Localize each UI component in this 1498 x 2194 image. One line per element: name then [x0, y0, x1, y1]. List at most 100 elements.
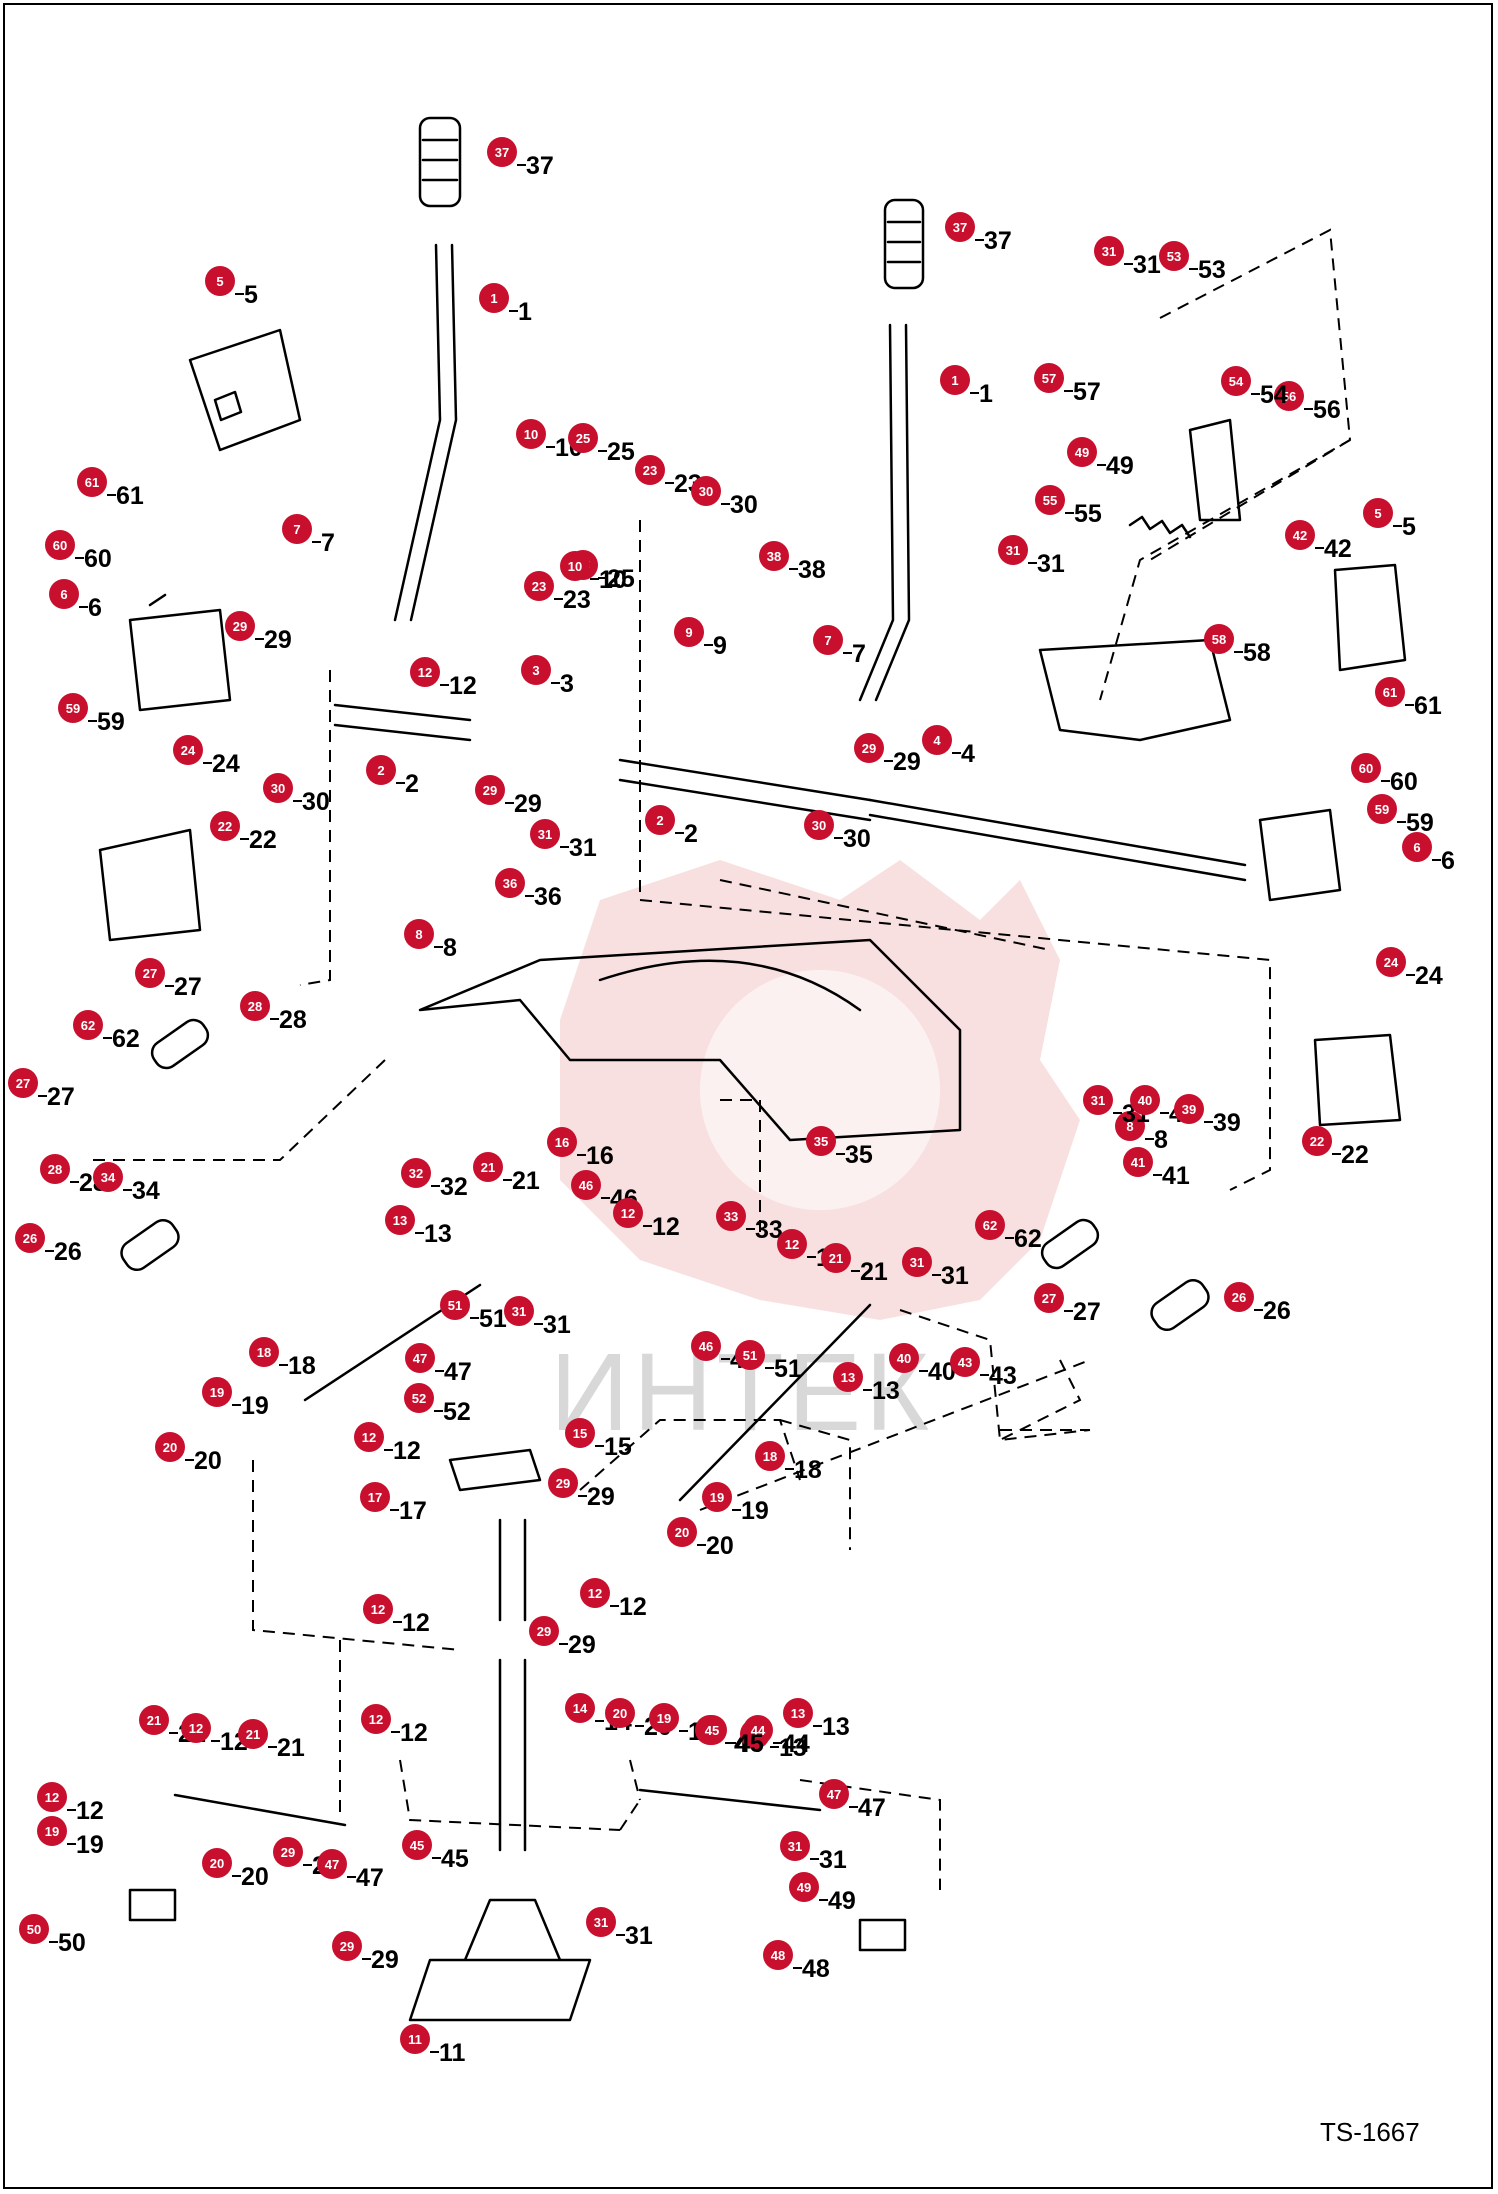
callout-number: 29: [556, 1476, 570, 1491]
callout-label: 13: [424, 1220, 452, 1248]
callout-badge: [19, 1914, 49, 1944]
callout-number: 9: [685, 625, 692, 640]
callout-number: 61: [85, 475, 99, 490]
callout-number: 28: [48, 1162, 62, 1177]
callout-badge: [173, 735, 203, 765]
callout-label: 62: [1014, 1225, 1042, 1253]
callout-label: 1: [979, 380, 993, 408]
callout-badge: [547, 1127, 577, 1157]
callout-label: 23: [563, 586, 591, 614]
callout-number: 13: [393, 1213, 407, 1228]
callout-label: 21: [512, 1167, 540, 1195]
callout-number: 51: [448, 1298, 462, 1313]
callout-badge: [475, 775, 505, 805]
callout-number: 12: [362, 1430, 376, 1445]
callout-label: 50: [58, 1929, 86, 1957]
callout-badge: [181, 1713, 211, 1743]
callout-label: 22: [249, 826, 277, 854]
callout-badge: [240, 991, 270, 1021]
callout-number: 47: [325, 1857, 339, 1872]
callout-number: 29: [862, 741, 876, 756]
callout-label: 49: [828, 1887, 856, 1915]
callout-badge: [716, 1201, 746, 1231]
callout-label: 25: [607, 438, 635, 466]
callout-label: 61: [116, 482, 144, 510]
callout-label: 19: [241, 1392, 269, 1420]
callout-number: 4: [933, 733, 941, 748]
callout-badge: [360, 1482, 390, 1512]
callout-badge: [1034, 363, 1064, 393]
pivot-plate: [448, 1448, 542, 1492]
callout-number: 31: [910, 1255, 924, 1270]
callout-label: 21: [860, 1258, 888, 1286]
callout-label: 37: [984, 227, 1012, 255]
callout-number: 10: [524, 427, 538, 442]
callout-badge: [521, 655, 551, 685]
callout-label: 20: [241, 1863, 269, 1891]
callout-badge: [940, 365, 970, 395]
callout-number: 60: [1359, 761, 1373, 776]
callout-label: 39: [1213, 1109, 1241, 1137]
callout-badge: [1123, 1147, 1153, 1177]
callout-number: 21: [246, 1727, 260, 1742]
callout-label: 29: [264, 626, 292, 654]
callout-badge: [777, 1229, 807, 1259]
cross-shaft: [868, 798, 1247, 882]
callout-number: 6: [60, 587, 67, 602]
callout-number: 20: [210, 1856, 224, 1871]
callout-badge: [1221, 366, 1251, 396]
callout-label: 7: [321, 529, 335, 557]
callout-number: 31: [788, 1839, 802, 1854]
callout-badge: [516, 419, 546, 449]
callout-badge: [560, 551, 590, 581]
callout-number: 12: [588, 1586, 602, 1601]
callout-number: 24: [1384, 955, 1399, 970]
callout-badge: [8, 1068, 38, 1098]
callout-badge: [667, 1517, 697, 1547]
callout-number: 5: [1374, 506, 1381, 521]
callout-21: 21 21: [238, 1719, 305, 1762]
callout-label: 1: [518, 298, 532, 326]
callout-label: 12: [400, 1719, 428, 1747]
callout-number: 10: [568, 559, 582, 574]
callout-badge: [645, 805, 675, 835]
callout-label: 30: [730, 491, 758, 519]
callout-badge: [806, 1126, 836, 1156]
callout-number: 29: [483, 783, 497, 798]
callout-number: 13: [791, 1706, 805, 1721]
callout-number: 30: [699, 484, 713, 499]
callout-label: 60: [84, 545, 112, 573]
callout-label: 30: [302, 788, 330, 816]
callout-badge: [635, 455, 665, 485]
callout-badge: [1034, 1283, 1064, 1313]
callout-label: 21: [277, 1734, 305, 1762]
callout-label: 43: [989, 1362, 1017, 1390]
callout-label: 58: [1243, 639, 1271, 667]
callout-number: 5: [216, 274, 223, 289]
callout-number: 17: [368, 1490, 382, 1505]
callout-number: 22: [1310, 1134, 1324, 1149]
callout-label: 22: [1341, 1141, 1369, 1169]
callout-label: 26: [54, 1238, 82, 1266]
callout-number: 44: [751, 1723, 766, 1738]
